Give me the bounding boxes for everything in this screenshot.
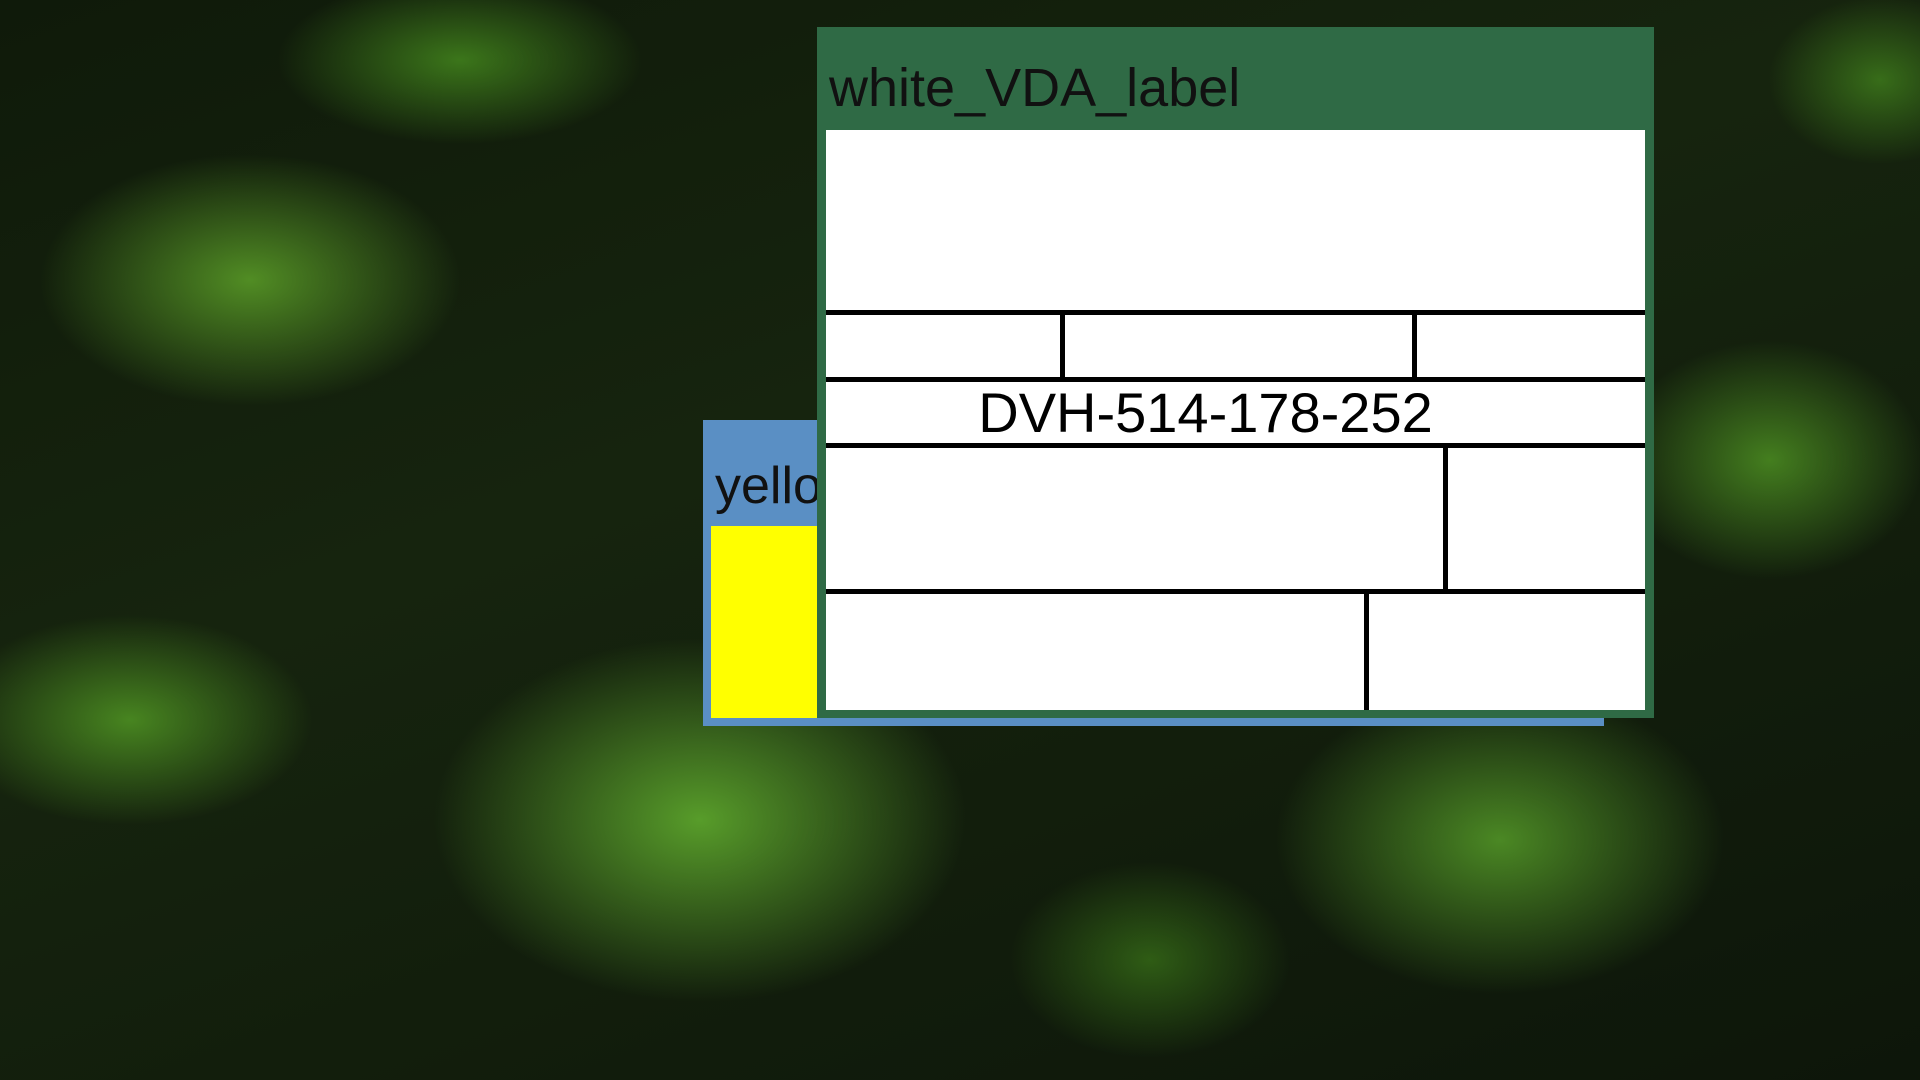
label-divider xyxy=(826,377,1645,382)
vda-label-form: DVH-514-178-252 xyxy=(826,130,1645,710)
label-divider xyxy=(1364,589,1369,710)
label-divider xyxy=(1412,310,1417,377)
white-vda-label-window[interactable]: white_VDA_label DVH-514-178-252 xyxy=(817,27,1654,718)
label-divider xyxy=(826,589,1645,594)
label-divider xyxy=(826,443,1645,448)
window-title[interactable]: white_VDA_label xyxy=(829,58,1241,118)
label-id-text: DVH-514-178-252 xyxy=(978,381,1433,444)
label-divider xyxy=(1443,443,1448,589)
label-divider xyxy=(826,310,1645,315)
label-divider xyxy=(1060,310,1065,377)
